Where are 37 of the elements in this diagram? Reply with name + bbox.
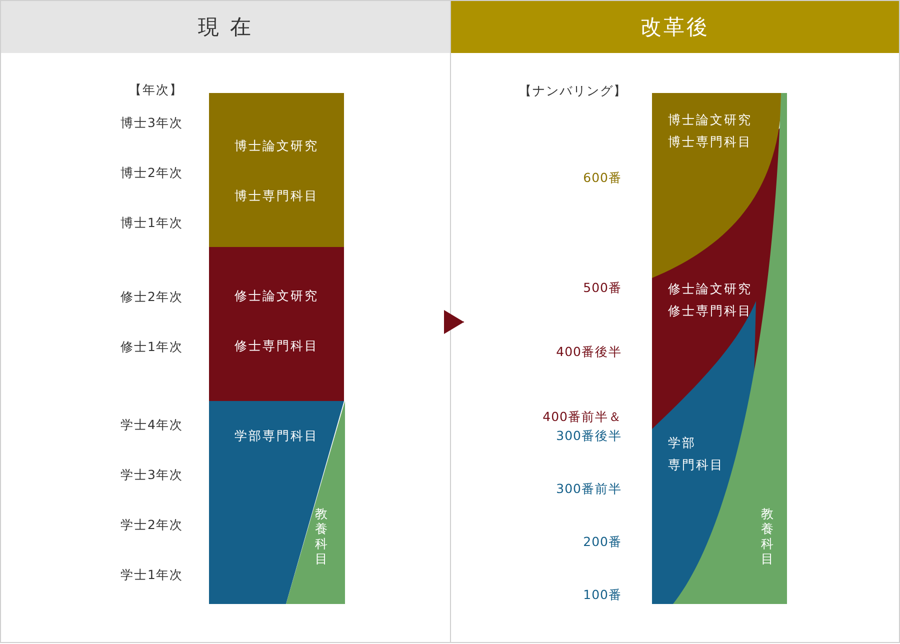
axis-label: 300番後半 xyxy=(556,428,622,445)
axis-heading: 【ナンバリング】 xyxy=(519,83,627,100)
axis-label: 博士1年次 xyxy=(120,215,183,232)
axis-label: 100番 xyxy=(583,587,622,604)
axis-label: 300番前半 xyxy=(556,481,622,498)
region-label: 博士論文研究 xyxy=(668,112,752,129)
region-label: 修士専門科目 xyxy=(668,303,752,320)
axis-label: 学士2年次 xyxy=(120,517,183,534)
region-label: 教養科目 xyxy=(761,506,774,566)
region-label: 博士専門科目 xyxy=(668,134,752,151)
axis-label: 博士2年次 xyxy=(120,165,183,182)
axis-label: 学士4年次 xyxy=(120,417,183,434)
axis-label: 博士3年次 xyxy=(120,115,183,132)
axis-label: 修士1年次 xyxy=(120,339,183,356)
region-label: 教養科目 xyxy=(315,506,328,566)
axis-label: 400番後半 xyxy=(556,344,622,361)
axis-label: 修士2年次 xyxy=(120,289,183,306)
panel xyxy=(0,0,451,643)
panel-header: 改革後 xyxy=(451,1,899,53)
region-label: 専門科目 xyxy=(668,457,724,474)
region-label: 修士論文研究 xyxy=(668,281,752,298)
axis-label: 600番 xyxy=(583,170,622,187)
region-label: 学部専門科目 xyxy=(234,428,320,445)
panel-header: 現 在 xyxy=(1,1,450,53)
axis-label: 学士3年次 xyxy=(120,467,183,484)
region-label: 博士専門科目 xyxy=(234,188,320,205)
axis-heading: 【年次】 xyxy=(129,82,183,99)
axis-label: 500番 xyxy=(583,280,622,297)
region-label: 修士論文研究 xyxy=(234,288,320,305)
region-label: 修士専門科目 xyxy=(234,338,320,355)
axis-label: 200番 xyxy=(583,534,622,551)
region-label: 学部 xyxy=(668,435,696,452)
arrow xyxy=(444,310,464,334)
region-label: 博士論文研究 xyxy=(234,138,320,155)
axis-label: 学士1年次 xyxy=(120,567,183,584)
axis-label: 400番前半＆ xyxy=(542,409,622,426)
panel xyxy=(450,0,900,643)
